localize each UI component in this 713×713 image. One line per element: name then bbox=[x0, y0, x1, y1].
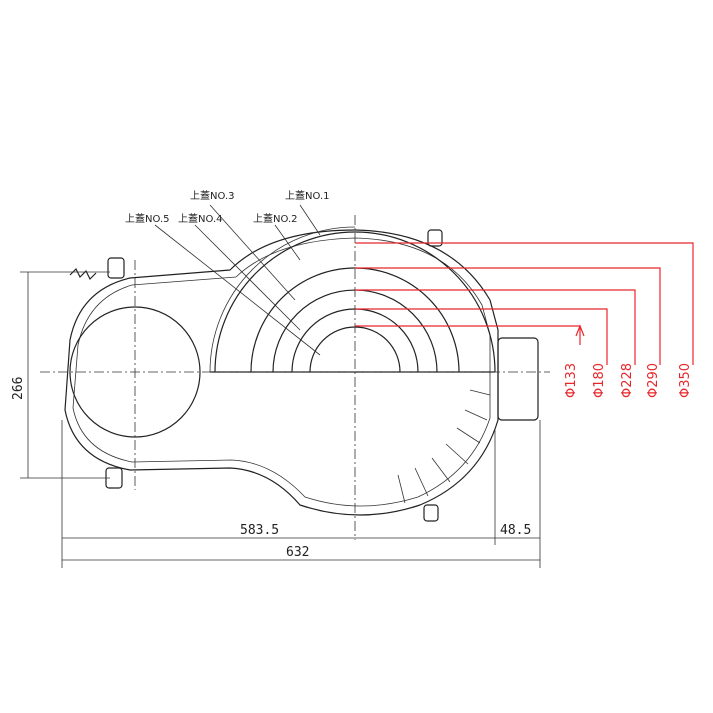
diameter-228: Φ228 bbox=[620, 363, 635, 398]
diameter-180: Φ180 bbox=[592, 363, 607, 398]
label-cover-5: 上蓋NO.5 bbox=[125, 213, 170, 225]
dim-length-inner: 583.5 bbox=[240, 523, 279, 538]
diameter-290: Φ290 bbox=[646, 363, 661, 398]
mounting-bosses bbox=[105, 229, 443, 522]
housing-inner-outline bbox=[72, 237, 491, 507]
diameter-leaders bbox=[355, 242, 694, 365]
intake-tube bbox=[497, 337, 539, 421]
label-cover-2: 上蓋NO.2 bbox=[253, 213, 298, 225]
label-cover-3: 上蓋NO.3 bbox=[190, 190, 235, 202]
spring-icon bbox=[69, 267, 97, 281]
dim-length-total: 632 bbox=[286, 545, 309, 560]
cover-circles bbox=[209, 226, 496, 373]
diameter-133: Φ133 bbox=[564, 363, 579, 398]
leader-lines bbox=[154, 204, 321, 356]
dim-height: 266 bbox=[11, 377, 26, 400]
housing-outline bbox=[64, 229, 499, 516]
label-cover-4: 上蓋NO.4 bbox=[178, 213, 223, 225]
dim-offset: 48.5 bbox=[500, 523, 531, 538]
label-cover-1: 上蓋NO.1 bbox=[285, 190, 330, 202]
dimension-lines bbox=[20, 271, 541, 568]
cooling-fins bbox=[397, 389, 491, 504]
diameter-350: Φ350 bbox=[678, 363, 693, 398]
